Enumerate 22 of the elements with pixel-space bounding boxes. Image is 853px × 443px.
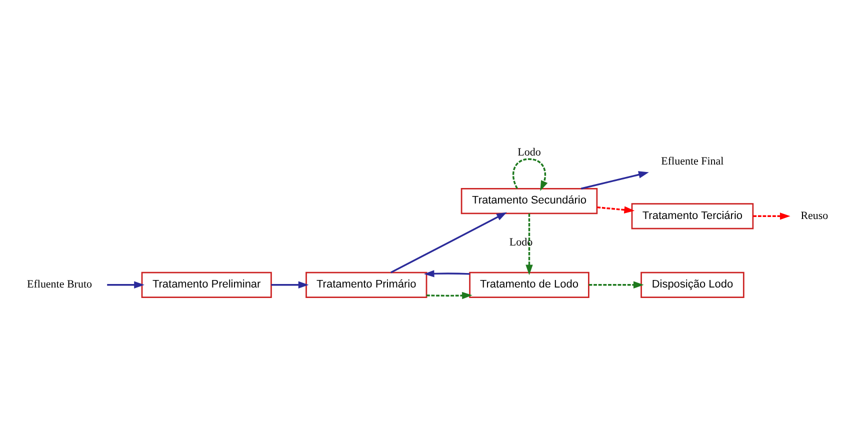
arrow (526, 212, 533, 275)
arrow (597, 206, 635, 213)
arrow (512, 158, 548, 190)
node-box: Tratamento Secundário (460, 187, 598, 214)
node-box: Tratamento de Lodo (469, 271, 590, 298)
arrow (107, 280, 144, 288)
arrow (753, 212, 790, 220)
arrow (588, 280, 644, 288)
node-box: Tratamento Terciário (631, 202, 754, 229)
edge-label: Lodo (509, 236, 533, 248)
node-box: Tratamento Primário (306, 271, 428, 298)
arrow (426, 291, 472, 299)
arrow (390, 212, 507, 273)
arrow (424, 270, 470, 277)
node-text: Efluente Bruto (27, 278, 92, 290)
node-text: Efluente Final (661, 154, 724, 167)
node-box: Tratamento Preliminar (141, 271, 272, 298)
arrow (271, 280, 309, 288)
node-box: Disposição Lodo (640, 271, 744, 298)
edge-label: Lodo (518, 146, 541, 158)
node-text: Reuso (800, 209, 828, 222)
arrow (580, 170, 649, 189)
